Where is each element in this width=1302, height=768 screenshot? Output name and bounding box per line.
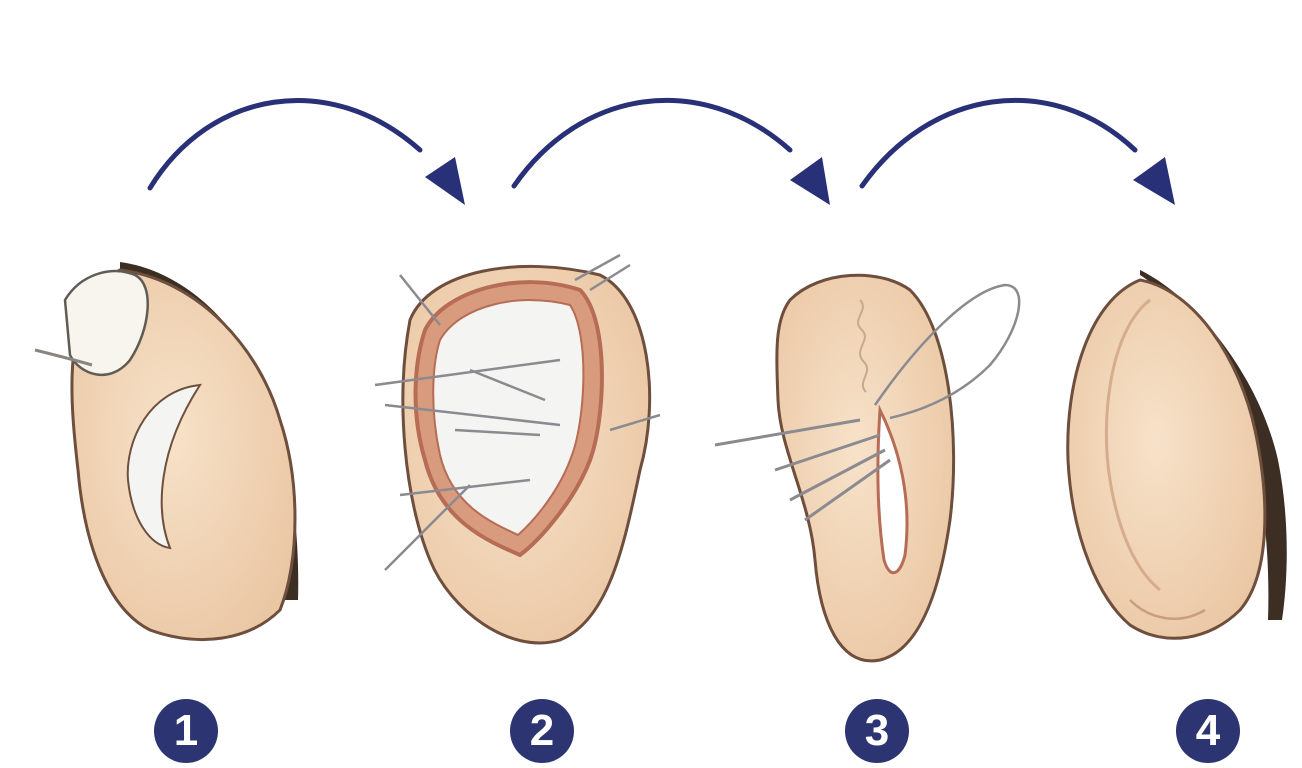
- curved-arrow-icon: [150, 100, 420, 188]
- ear-step-2: [375, 255, 660, 643]
- arrow-1-to-2: [150, 100, 465, 205]
- step-badge-2: 2: [510, 699, 574, 763]
- step-badge-3: 3: [845, 699, 909, 763]
- arrowhead-icon: [1133, 157, 1175, 205]
- curved-arrow-icon: [514, 100, 790, 186]
- arrowhead-icon: [425, 157, 465, 205]
- arrow-3-to-4: [862, 100, 1175, 205]
- step-badge-4: 4: [1176, 699, 1240, 763]
- ear-step-1: [35, 262, 298, 640]
- step-badge-1: 1: [154, 699, 218, 763]
- ear-shape: [1068, 280, 1265, 638]
- ear-step-4: [1068, 270, 1287, 638]
- arrowhead-icon: [790, 157, 830, 205]
- curved-arrow-icon: [862, 100, 1135, 186]
- ear-step-3: [715, 275, 1019, 661]
- arrow-2-to-3: [514, 100, 830, 205]
